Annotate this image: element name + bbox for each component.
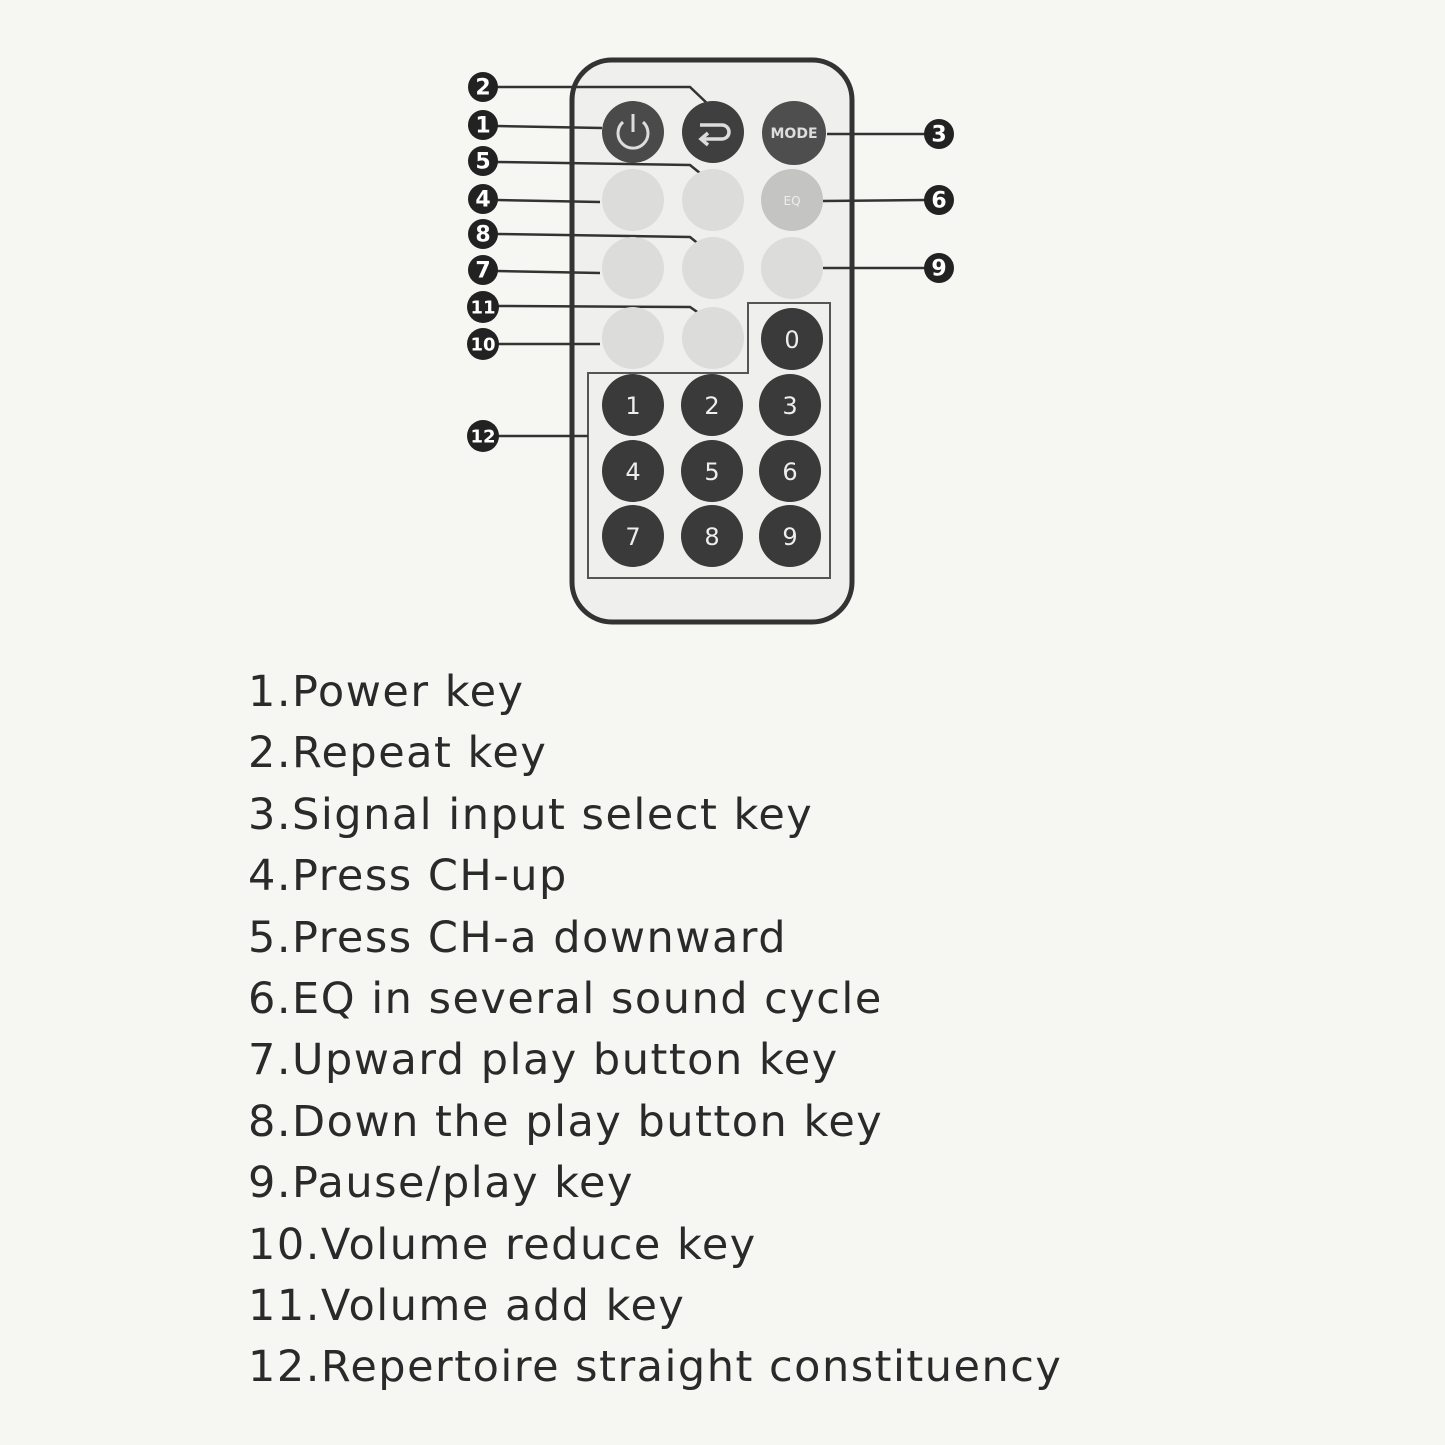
callout-badges: 1 2 3 4 5 6 7 8 9 10 11 12 [467, 72, 954, 452]
legend-item: 7.Upward play button key [248, 1035, 839, 1086]
number-key-label: 5 [704, 458, 719, 486]
legend-item: 5.Press CH-a downward [248, 912, 788, 963]
callout-number: 5 [475, 150, 490, 175]
number-key-label: 9 [782, 523, 797, 551]
legend-item: 9.Pause/play key [248, 1158, 634, 1209]
callout-number: 10 [470, 335, 495, 356]
number-key-9[interactable]: 9 [759, 505, 821, 567]
ch-down-key[interactable] [682, 169, 744, 231]
repeat-key[interactable] [682, 101, 744, 163]
number-key-label: 8 [704, 523, 719, 551]
mode-label: MODE [770, 126, 817, 142]
number-panel-outline [587, 302, 831, 579]
callout-lines [496, 85, 926, 438]
number-key-label: 3 [782, 392, 797, 420]
legend-item: 6.EQ in several sound cycle [248, 973, 883, 1024]
number-key-8[interactable]: 8 [681, 505, 743, 567]
remote-diagram: MODE EQ 0 1 2 3 4 5 6 7 8 9 1 2 3 4 5 6 … [467, 57, 954, 625]
callout-11: 11 [467, 291, 499, 323]
callout-number: 7 [475, 259, 490, 284]
number-key-label: 1 [625, 392, 640, 420]
prev-key[interactable] [602, 237, 664, 299]
number-key-label: 0 [784, 326, 799, 354]
play-pause-key[interactable] [761, 237, 823, 299]
number-key-0[interactable]: 0 [761, 308, 823, 370]
legend-item: 11.Volume add key [248, 1280, 686, 1331]
number-key-1[interactable]: 1 [602, 374, 664, 436]
volume-down-key[interactable] [602, 307, 664, 369]
callout-number: 1 [475, 114, 490, 139]
number-key-5[interactable]: 5 [681, 440, 743, 502]
number-key-label: 2 [704, 392, 719, 420]
callout-7: 7 [468, 255, 498, 285]
callout-5: 5 [468, 146, 498, 176]
mode-key[interactable]: MODE [762, 101, 826, 165]
callout-6: 6 [924, 185, 954, 215]
callout-1: 1 [468, 110, 498, 140]
power-key[interactable] [602, 101, 664, 163]
power-icon [616, 114, 650, 150]
callout-number: 4 [475, 188, 490, 213]
callout-4: 4 [468, 184, 498, 214]
legend-item: 10.Volume reduce key [248, 1219, 757, 1270]
callout-number: 8 [475, 223, 490, 248]
number-key-label: 6 [782, 458, 797, 486]
legend-item: 8.Down the play button key [248, 1096, 884, 1147]
number-key-4[interactable]: 4 [602, 440, 664, 502]
repeat-icon [698, 123, 731, 147]
callout-number: 6 [931, 189, 946, 214]
next-key[interactable] [682, 237, 744, 299]
ch-up-key[interactable] [602, 169, 664, 231]
key-legend: 1.Power key 2.Repeat key 3.Signal input … [248, 662, 1062, 1399]
legend-item: 12.Repertoire straight constituency [248, 1342, 1063, 1393]
callout-9: 9 [924, 253, 954, 283]
number-key-2[interactable]: 2 [681, 374, 743, 436]
callout-number: 11 [470, 298, 495, 319]
legend-item: 3.Signal input select key [248, 789, 814, 840]
legend-item: 2.Repeat key [248, 728, 548, 779]
volume-up-key[interactable] [682, 307, 744, 369]
callout-number: 2 [475, 76, 490, 101]
number-key-3[interactable]: 3 [759, 374, 821, 436]
legend-item: 4.Press CH-up [248, 851, 568, 902]
callout-number: 12 [470, 427, 495, 448]
eq-key[interactable]: EQ [761, 169, 823, 231]
callout-number: 9 [931, 257, 946, 282]
callout-10: 10 [467, 328, 499, 360]
faded-keys[interactable] [602, 169, 823, 369]
number-key-7[interactable]: 7 [602, 505, 664, 567]
callout-number: 3 [931, 123, 946, 148]
callout-12: 12 [467, 420, 499, 452]
number-key-label: 4 [625, 458, 640, 486]
callout-2: 2 [468, 72, 498, 102]
number-key-6[interactable]: 6 [759, 440, 821, 502]
callout-8: 8 [468, 219, 498, 249]
legend-item: 1.Power key [248, 667, 525, 717]
callout-3: 3 [924, 119, 954, 149]
number-key-label: 7 [625, 523, 640, 551]
eq-label: EQ [783, 194, 800, 208]
